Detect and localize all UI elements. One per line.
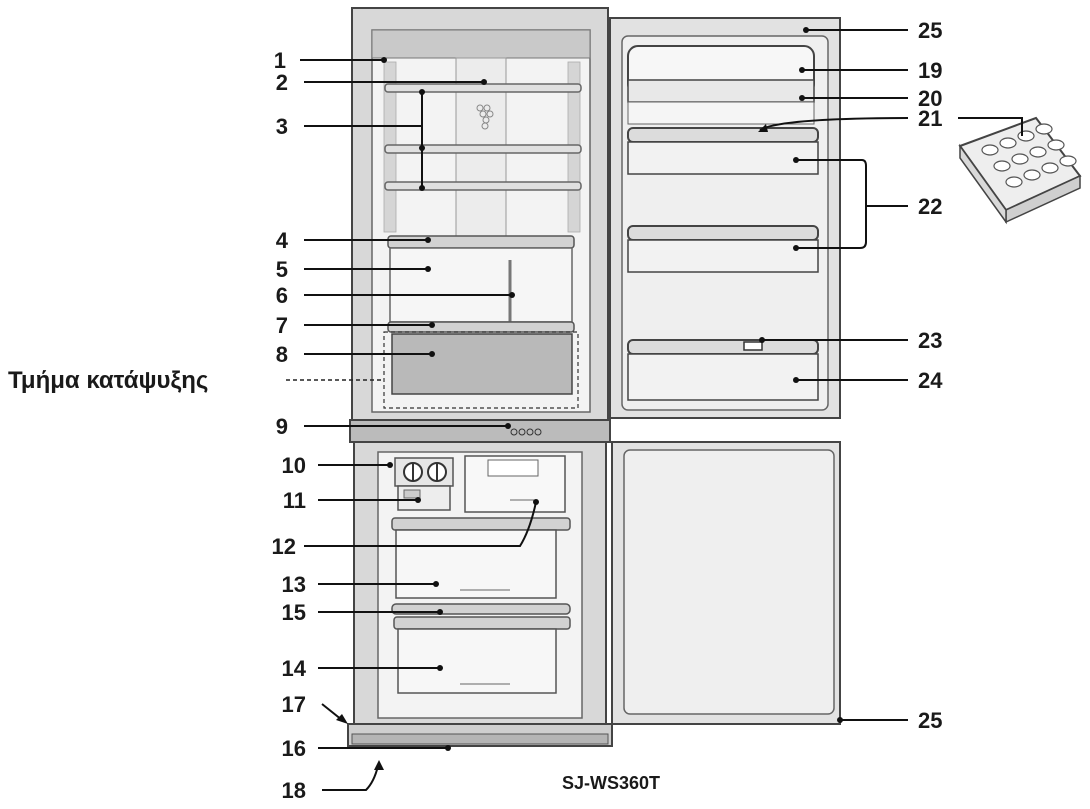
callout-labels: 1 2 3 4 5 6 7 8 9 10 11 12 13 15 14 17 1…	[272, 18, 944, 803]
fridge-door	[609, 17, 841, 419]
callout-17: 17	[282, 692, 306, 717]
callout-3: 3	[276, 114, 288, 139]
leader-lines	[286, 27, 1023, 791]
callout-1: 1	[274, 48, 286, 73]
ice-storage-box	[464, 455, 566, 513]
callout-20: 20	[918, 86, 942, 111]
callout-22: 22	[918, 194, 942, 219]
callout-25-top: 25	[918, 18, 942, 43]
control-panel	[349, 419, 611, 443]
freezer-drawers	[391, 517, 571, 694]
callout-21: 21	[918, 106, 942, 131]
ice-maker	[394, 457, 454, 511]
freezer-cabinet	[347, 441, 613, 747]
freezer-compartment-label: Τμήμα κατάψυξης	[8, 367, 208, 394]
callout-9: 9	[276, 414, 288, 439]
callout-16: 16	[282, 736, 306, 761]
grapes-icon	[476, 104, 494, 130]
callout-6: 6	[276, 283, 288, 308]
callout-12: 12	[272, 534, 296, 559]
callout-4: 4	[276, 228, 289, 253]
callout-5: 5	[276, 257, 288, 282]
callout-18: 18	[282, 778, 306, 803]
model-label: SJ-WS360T	[562, 773, 660, 793]
callout-25-bottom: 25	[918, 708, 942, 733]
egg-tray	[958, 116, 1082, 225]
callout-11: 11	[283, 488, 306, 513]
callout-14: 14	[282, 656, 307, 681]
callout-15: 15	[282, 600, 306, 625]
callout-23: 23	[918, 328, 942, 353]
callout-7: 7	[276, 313, 288, 338]
callout-24: 24	[918, 368, 943, 393]
callout-13: 13	[282, 572, 306, 597]
freezer-door	[611, 441, 841, 725]
callout-8: 8	[276, 342, 288, 367]
callout-2: 2	[276, 70, 288, 95]
chiller-compartment	[383, 235, 579, 409]
callout-19: 19	[918, 58, 942, 83]
callout-10: 10	[282, 453, 306, 478]
glass-shelves	[384, 83, 582, 191]
